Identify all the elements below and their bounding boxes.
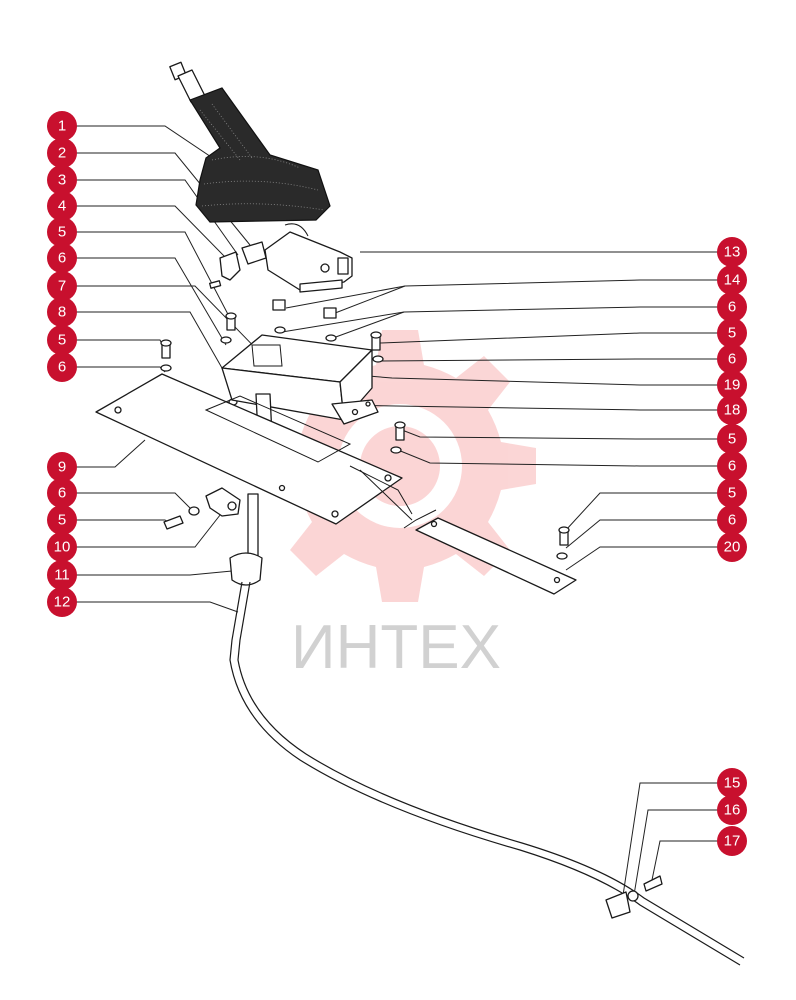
leader-lines bbox=[76, 125, 718, 903]
cover-strip bbox=[415, 517, 577, 595]
callouts-right: 13 14 6 5 6 19 18 5 6 5 6 20 15 16 17 bbox=[717, 237, 747, 856]
callout-12[interactable]: 12 bbox=[47, 587, 77, 617]
svg-text:18: 18 bbox=[724, 402, 741, 419]
strip-20 bbox=[415, 517, 577, 595]
svg-text:6: 6 bbox=[728, 458, 736, 475]
svg-text:5: 5 bbox=[58, 332, 66, 349]
svg-text:6: 6 bbox=[728, 512, 736, 529]
svg-text:9: 9 bbox=[58, 459, 66, 476]
callout-2[interactable]: 2 bbox=[47, 138, 77, 168]
callout-16[interactable]: 16 bbox=[717, 795, 747, 825]
callout-15[interactable]: 15 bbox=[717, 768, 747, 798]
callout-11[interactable]: 11 bbox=[47, 560, 77, 590]
callout-5e[interactable]: 5 bbox=[717, 424, 747, 454]
callout-5b[interactable]: 5 bbox=[47, 325, 77, 355]
bracket-13 bbox=[264, 231, 353, 291]
svg-text:5: 5 bbox=[728, 431, 736, 448]
svg-text:6: 6 bbox=[58, 250, 66, 267]
svg-text:17: 17 bbox=[724, 833, 741, 850]
callout-18[interactable]: 18 bbox=[717, 395, 747, 425]
svg-text:5: 5 bbox=[58, 224, 66, 241]
shift-cable bbox=[229, 493, 745, 966]
cable-rod bbox=[247, 493, 259, 559]
svg-text:5: 5 bbox=[728, 325, 736, 342]
callout-5c[interactable]: 5 bbox=[47, 505, 77, 535]
plate-9 bbox=[95, 373, 403, 525]
clamp-10 bbox=[205, 487, 241, 517]
callout-6b[interactable]: 6 bbox=[47, 352, 77, 382]
svg-text:6: 6 bbox=[58, 359, 66, 376]
callout-7[interactable]: 7 bbox=[47, 271, 77, 301]
clip-2 bbox=[241, 241, 267, 265]
svg-text:13: 13 bbox=[724, 244, 741, 261]
cable-12 bbox=[229, 581, 741, 966]
svg-text:7: 7 bbox=[58, 278, 66, 295]
callout-10[interactable]: 10 bbox=[47, 532, 77, 562]
svg-text:3: 3 bbox=[58, 172, 66, 189]
callout-20[interactable]: 20 bbox=[717, 532, 747, 562]
svg-text:15: 15 bbox=[724, 775, 741, 792]
cable-end-bracket bbox=[605, 875, 663, 919]
svg-text:1: 1 bbox=[58, 118, 66, 135]
callout-4[interactable]: 4 bbox=[47, 191, 77, 221]
shift-boot bbox=[189, 87, 331, 223]
callout-5[interactable]: 5 bbox=[47, 217, 77, 247]
callout-6c[interactable]: 6 bbox=[47, 478, 77, 508]
callout-5d[interactable]: 5 bbox=[717, 318, 747, 348]
pin-4 bbox=[209, 280, 222, 289]
svg-text:10: 10 bbox=[54, 539, 71, 556]
floor-plate bbox=[95, 373, 437, 529]
callout-6d[interactable]: 6 bbox=[717, 292, 747, 322]
callout-3[interactable]: 3 bbox=[47, 165, 77, 195]
cable-clamp-assembly bbox=[163, 487, 241, 530]
callout-5f[interactable]: 5 bbox=[717, 478, 747, 508]
callout-1[interactable]: 1 bbox=[47, 111, 77, 141]
svg-text:6: 6 bbox=[728, 299, 736, 316]
callouts-left: 1 2 3 4 5 6 7 8 5 6 9 6 5 10 11 12 bbox=[47, 111, 77, 617]
callout-14[interactable]: 14 bbox=[717, 265, 747, 295]
svg-text:2: 2 bbox=[58, 145, 66, 162]
svg-text:5: 5 bbox=[728, 485, 736, 502]
svg-text:4: 4 bbox=[58, 198, 66, 215]
svg-text:20: 20 bbox=[724, 539, 741, 556]
svg-text:5: 5 bbox=[58, 512, 66, 529]
svg-text:11: 11 bbox=[54, 567, 70, 584]
svg-text:16: 16 bbox=[724, 802, 741, 819]
bracket-15 bbox=[605, 891, 631, 919]
callout-6e[interactable]: 6 bbox=[717, 344, 747, 374]
callout-19[interactable]: 19 bbox=[717, 370, 747, 400]
callout-6[interactable]: 6 bbox=[47, 243, 77, 273]
fasteners-upper bbox=[160, 299, 384, 406]
callout-8[interactable]: 8 bbox=[47, 297, 77, 327]
callout-9[interactable]: 9 bbox=[47, 452, 77, 482]
svg-text:6: 6 bbox=[58, 485, 66, 502]
callout-17[interactable]: 17 bbox=[717, 826, 747, 856]
svg-text:19: 19 bbox=[724, 377, 741, 394]
bolt-17 bbox=[643, 875, 663, 892]
callout-6g[interactable]: 6 bbox=[717, 505, 747, 535]
svg-text:8: 8 bbox=[58, 304, 66, 321]
gear-lever-assembly bbox=[169, 61, 331, 223]
watermark-text: ИНТЕХ bbox=[291, 613, 501, 682]
svg-text:14: 14 bbox=[724, 272, 741, 289]
callout-6f[interactable]: 6 bbox=[717, 451, 747, 481]
grommet-11 bbox=[229, 552, 263, 586]
fasteners-lower-right bbox=[390, 421, 570, 560]
lever-bracket bbox=[209, 223, 353, 293]
plate-3 bbox=[219, 251, 241, 281]
svg-text:12: 12 bbox=[54, 594, 71, 611]
callout-13[interactable]: 13 bbox=[717, 237, 747, 267]
svg-text:6: 6 bbox=[728, 351, 736, 368]
washer-16 bbox=[627, 890, 639, 902]
